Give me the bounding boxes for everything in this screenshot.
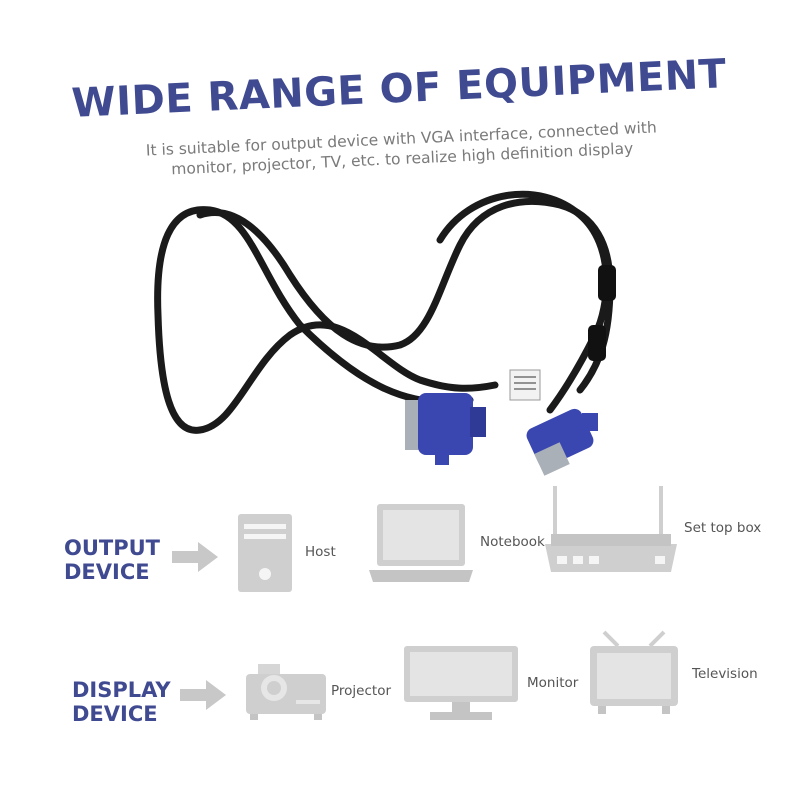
device-label-set-top-box: Set top box xyxy=(684,520,762,536)
projector-icon xyxy=(246,664,326,720)
device-label-notebook: Notebook xyxy=(480,534,545,550)
arrow-right-icon xyxy=(172,542,218,572)
monitor-icon xyxy=(404,646,518,720)
television-icon xyxy=(590,630,678,714)
device-label-projector: Projector xyxy=(331,683,391,699)
output-device-label: OUTPUT DEVICE xyxy=(64,536,160,584)
laptop-icon xyxy=(369,504,473,582)
vga-connector-right xyxy=(526,408,598,476)
display-device-label: DISPLAY DEVICE xyxy=(72,678,171,726)
device-label-television: Television xyxy=(692,666,758,682)
device-label-host: Host xyxy=(305,544,336,560)
vga-cable-image xyxy=(154,190,616,476)
vga-connector-left xyxy=(405,393,486,465)
set-top-box-icon xyxy=(545,486,677,572)
device-label-monitor: Monitor xyxy=(527,675,579,691)
desktop-tower-icon xyxy=(238,514,292,592)
arrow-right-icon xyxy=(180,680,226,710)
